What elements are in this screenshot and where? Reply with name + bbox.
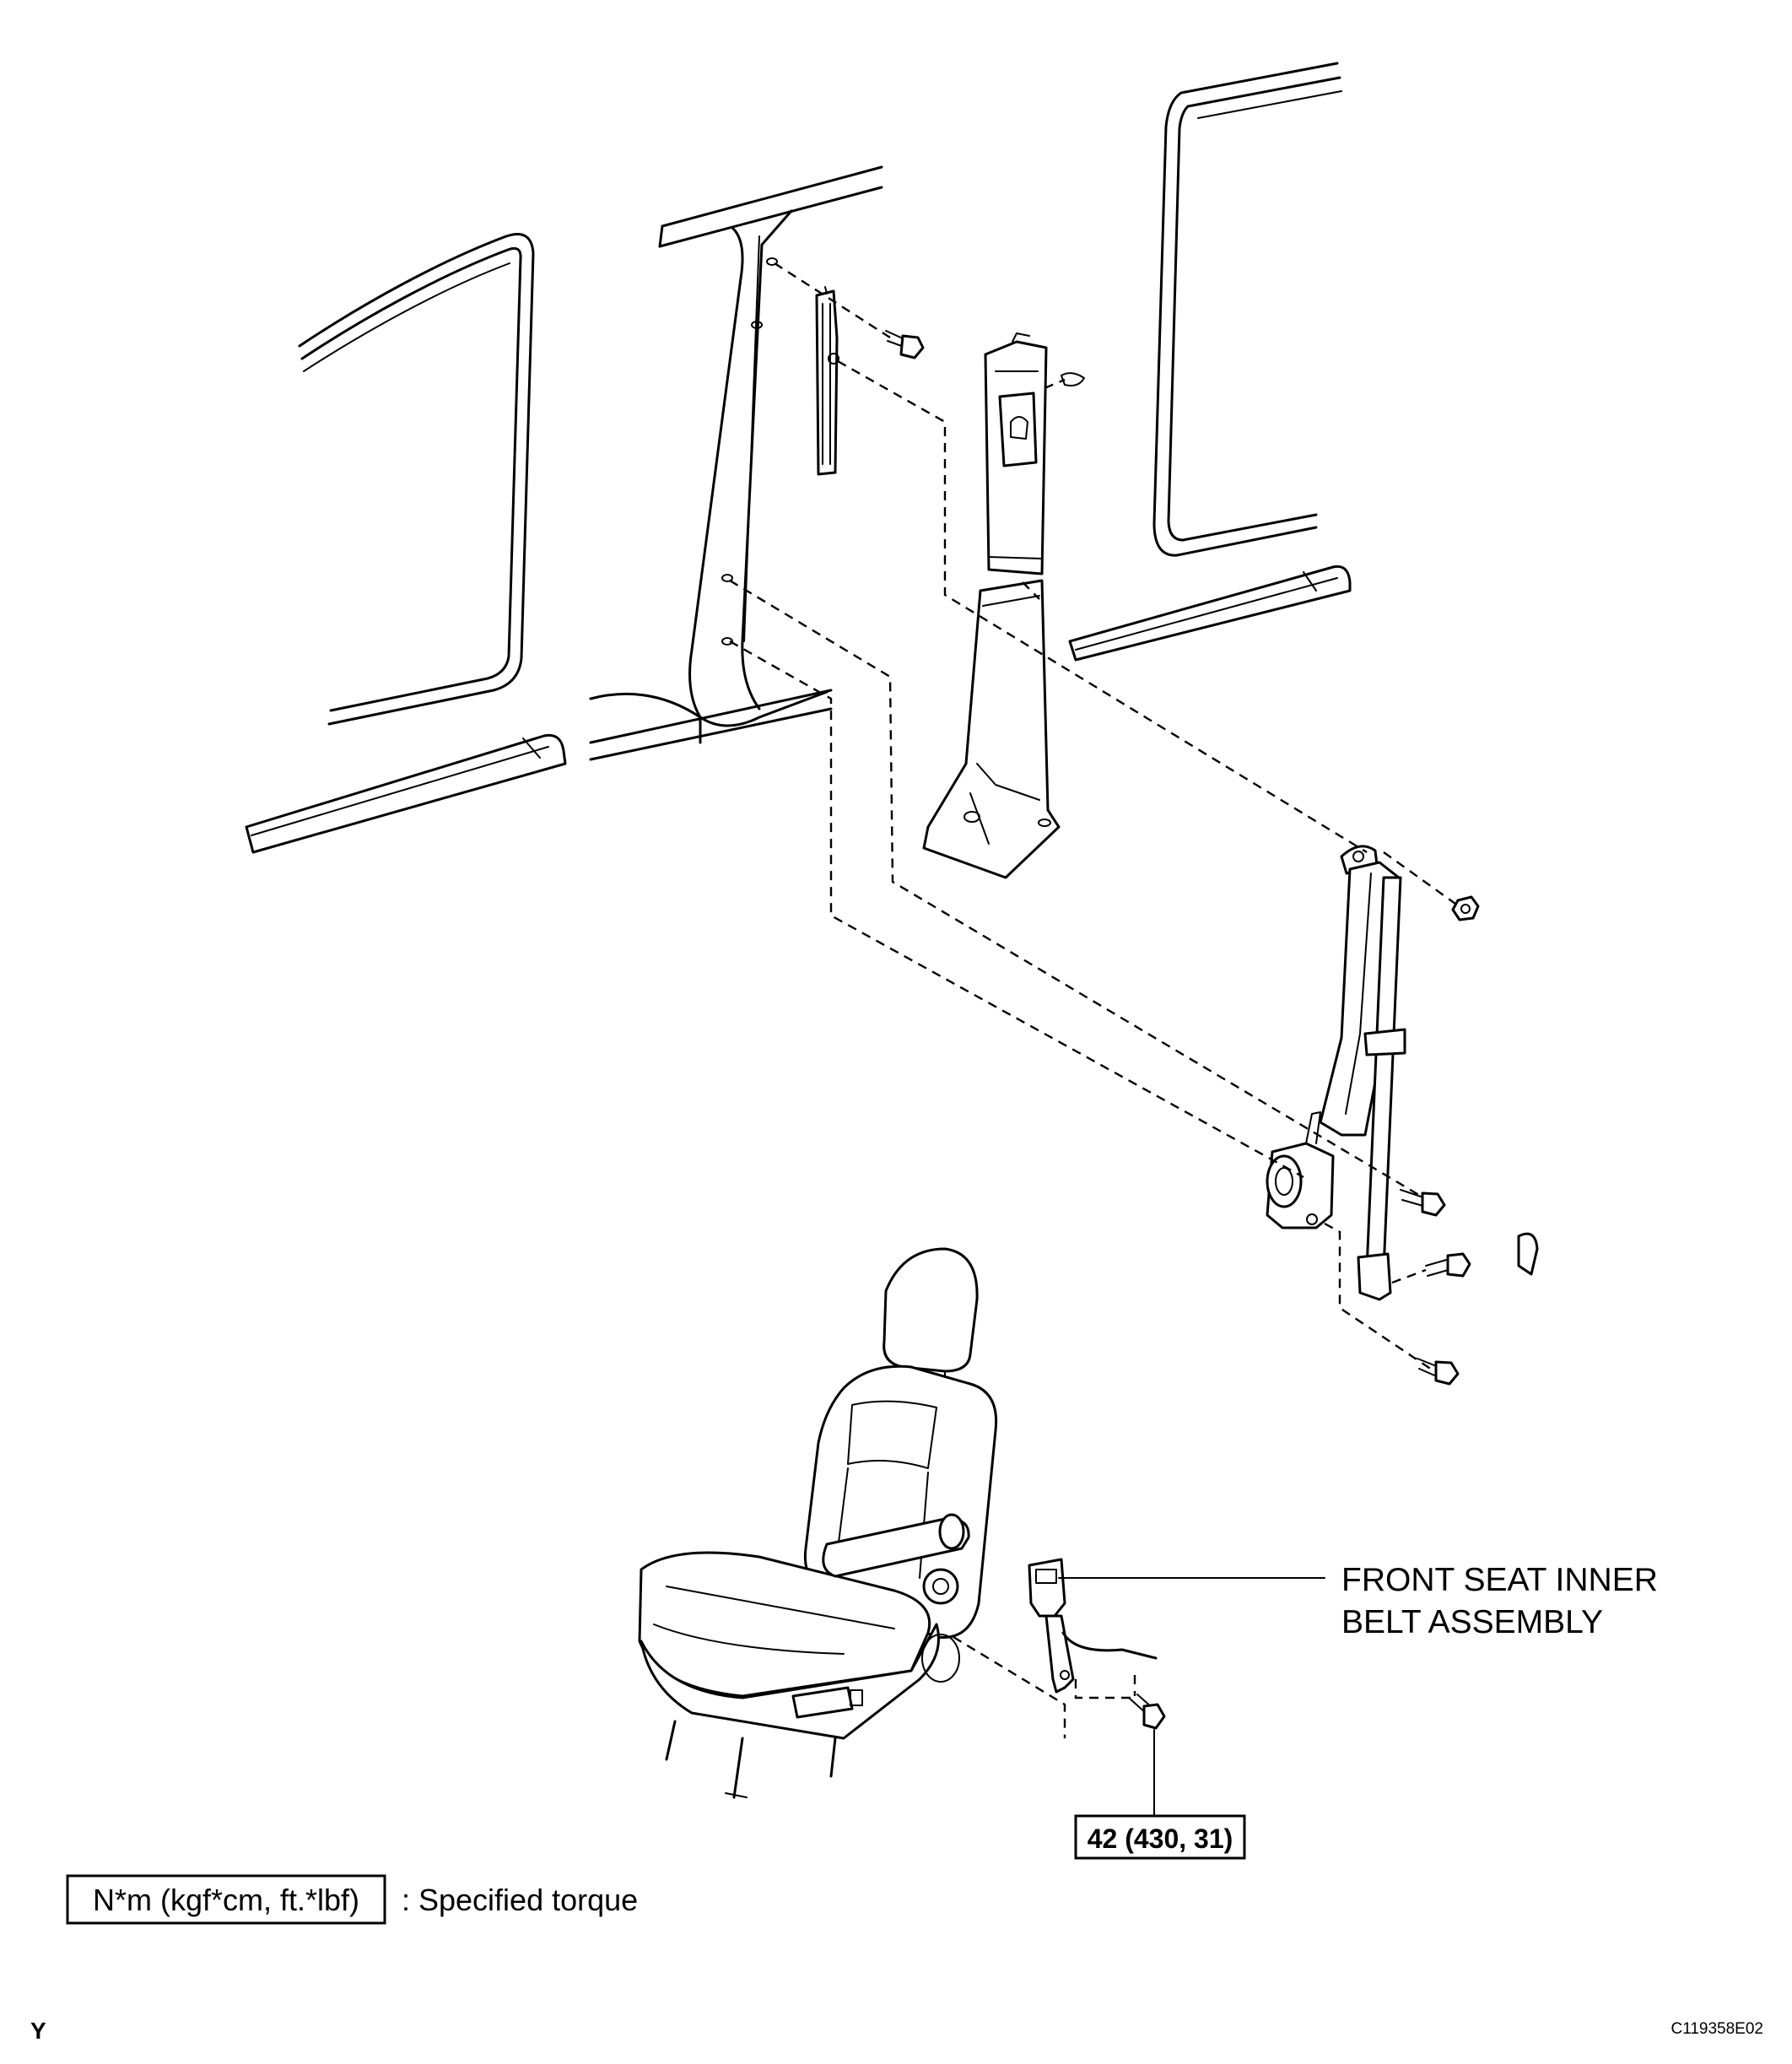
front-seat-outer-belt-assembly — [1267, 846, 1405, 1299]
legend-unit-box — [67, 1876, 385, 1923]
figure-code: C119358E02 — [1671, 2020, 1763, 2038]
retractor-bolt — [1401, 1190, 1444, 1215]
front-seat-inner-belt-assembly — [1029, 1559, 1156, 1692]
center-pillar-upper-garnish — [985, 333, 1084, 574]
upper-adjuster-bolt — [886, 331, 923, 358]
torque-callout: 42 (430, 31) — [1076, 1730, 1244, 1858]
legend-description: : Specified torque — [402, 1883, 638, 1917]
lower-anchor-bolt — [1426, 1254, 1470, 1276]
inner-belt-bolt — [1129, 1694, 1164, 1728]
shoulder-anchor-nut — [1453, 897, 1478, 920]
body-center-pillar — [591, 167, 882, 759]
center-pillar-lower-garnish — [924, 581, 1059, 878]
inner-belt-callout: FRONT SEAT INNER BELT ASSEMBLY — [1059, 1562, 1658, 1640]
front-seat — [640, 1249, 996, 1797]
rear-scuff-plate — [1070, 566, 1350, 660]
legend-unit-text: N*m (kgf*cm, ft.*lbf) — [93, 1883, 359, 1917]
torque-box — [1076, 1816, 1244, 1858]
anchor-cover — [1519, 1234, 1537, 1274]
inner-belt-label-line1: FRONT SEAT INNER — [1341, 1562, 1658, 1598]
front-door-weatherstrip — [300, 235, 533, 725]
shoulder-anchor-adjuster — [817, 287, 839, 474]
inner-belt-label-line2: BELT ASSEMBLY — [1341, 1604, 1603, 1640]
torque-value: 42 (430, 31) — [1088, 1824, 1233, 1854]
torque-legend: N*m (kgf*cm, ft.*lbf) : Specified torque — [67, 1876, 638, 1923]
bottom-bolt — [1417, 1359, 1458, 1384]
assembly-leader-lines — [730, 263, 1461, 1738]
corner-mark: Y — [30, 2018, 46, 2044]
front-scuff-plate — [246, 735, 565, 852]
rear-door-weatherstrip — [1154, 63, 1341, 555]
